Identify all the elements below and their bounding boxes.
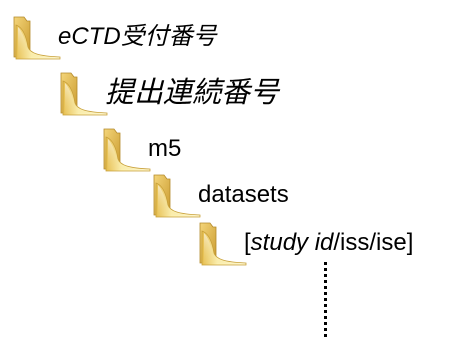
folder-icon [148, 171, 202, 219]
folder-icon [194, 219, 248, 267]
node-label: 提出連続番号 [105, 76, 280, 109]
tree-node-submission-sequence-number: 提出連続番号 [55, 68, 279, 118]
tree-node-datasets: datasets [148, 170, 289, 220]
folder-icon [8, 13, 62, 61]
label-study-id: study id [250, 229, 334, 256]
node-label: eCTD受付番号 [58, 23, 217, 50]
label-iss-ise: /iss/ise] [333, 229, 414, 256]
tree-node-ectd-receipt-number: eCTD受付番号 [8, 12, 217, 62]
node-label: [study id/iss/ise] [244, 231, 413, 255]
folder-icon [98, 125, 152, 173]
continuation-dotted-line [324, 262, 327, 338]
node-label: m5 [148, 135, 182, 162]
folder-icon [55, 69, 109, 117]
label-bracket-open: [ [244, 229, 251, 256]
node-label: datasets [198, 181, 289, 208]
tree-node-m5: m5 [98, 124, 181, 174]
tree-node-study-id-iss-ise: [study id/iss/ise] [194, 218, 413, 268]
